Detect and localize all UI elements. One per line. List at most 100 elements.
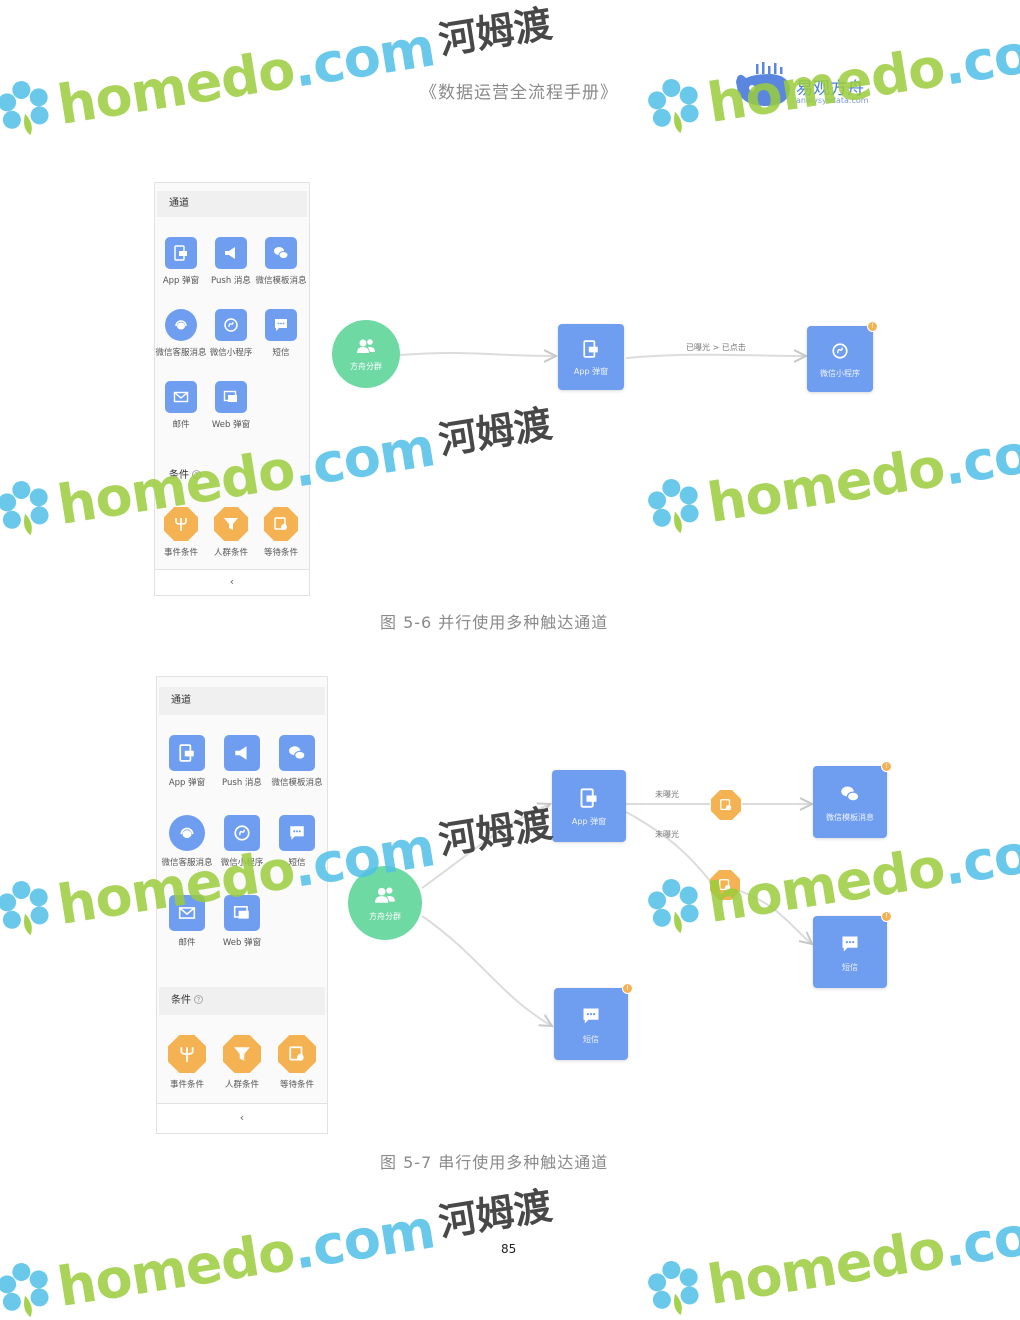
app-popup-icon [174,245,187,261]
tool-sms[interactable]: 短信 [255,309,307,359]
edge-label-exposed-clicked: 已曝光 > 已点击 [686,343,746,352]
component-panel: 通道 App 弹窗 Push 消息 微信模板消息 微信客服消息 微信小程序 短信… [156,676,328,1134]
tool-wechat-template[interactable]: 微信模板消息 [269,735,325,789]
wechat-icon [841,786,860,802]
help-icon: ? [192,470,201,479]
tool-wait-condition[interactable]: 等待条件 [255,507,307,559]
start-node-segment[interactable]: 方舟分群 [332,320,400,388]
figure-5-7: 通道 App 弹窗 Push 消息 微信模板消息 微信客服消息 微信小程序 短信… [0,676,1020,1136]
customer-service-icon [180,827,194,839]
megaphone-icon [235,746,247,760]
brand-url: analysysdata.com [796,96,869,105]
tool-wechat-service[interactable]: 微信客服消息 [159,815,215,869]
tool-web-popup[interactable]: Web 弹窗 [205,381,257,431]
tool-event-condition[interactable]: 事件条件 [159,1035,215,1091]
tool-mini-program[interactable]: 微信小程序 [214,815,270,869]
mail-icon [173,391,189,403]
warning-badge: ! [622,983,633,994]
mail-icon [178,907,196,919]
event-condition-icon [180,1047,194,1062]
tool-web-popup[interactable]: Web 弹窗 [214,895,270,949]
node-app-popup[interactable]: App 弹窗 [552,770,626,842]
edge-start-to-sms [421,915,552,1026]
node-sms-right[interactable]: ! 短信 [813,911,892,988]
channel-section-title: 通道 [157,191,307,217]
collapse-button[interactable]: ‹ [157,1103,327,1133]
event-condition-icon [175,518,187,531]
page-number: 85 [501,1242,517,1256]
tool-crowd-condition[interactable]: 人群条件 [214,1035,270,1091]
sms-icon [583,1008,599,1024]
watermark: homedo.com河姆渡 [0,0,557,147]
wechat-icon [289,746,306,760]
flow-edges [399,180,1020,600]
tool-app-popup[interactable]: App 弹窗 [155,237,207,287]
edge-app-to-wait2 [625,811,711,882]
warning-badge: ! [881,761,892,772]
flower-logo-icon [0,80,49,136]
edge-start-to-app [421,804,550,889]
figure-5-7-caption: 图 5-7 串行使用多种触达通道 [380,1153,609,1172]
web-popup-icon [223,390,237,402]
collapse-button[interactable]: ‹ [155,569,309,595]
tool-wechat-template[interactable]: 微信模板消息 [255,237,307,287]
tool-app-popup[interactable]: App 弹窗 [159,735,215,789]
start-node-segment[interactable]: 方舟分群 [348,866,422,940]
node-sms-bottom[interactable]: ! 短信 [554,983,633,1060]
web-popup-icon [233,906,249,919]
tool-mail[interactable]: 邮件 [159,895,215,949]
node-mini-program[interactable]: ! 微信小程序 [807,321,878,392]
figure-5-6-caption: 图 5-6 并行使用多种触达通道 [380,613,609,632]
condition-section-title: 条件? [157,463,307,489]
help-icon: ? [194,995,203,1004]
whale-icon [736,62,790,106]
watermark: homedo.com河姆渡 [0,1175,557,1320]
sms-icon [290,826,304,840]
tool-mail[interactable]: 邮件 [155,381,207,431]
brand-name: 易观方舟 [796,79,864,99]
wait-node-1[interactable] [711,790,741,820]
customer-service-icon [175,320,187,330]
tool-mini-program[interactable]: 微信小程序 [205,309,257,359]
mini-program-icon [832,343,848,359]
tool-sms[interactable]: 短信 [269,815,325,869]
app-popup-icon [580,788,597,808]
flower-logo-icon [0,1262,49,1318]
tool-crowd-condition[interactable]: 人群条件 [205,507,257,559]
edge-app-to-mini [625,355,806,358]
users-icon [375,887,395,903]
figure-5-6: 通道 App 弹窗 Push 消息 微信模板消息 微信客服消息 微信小程序 短信… [0,180,1020,600]
app-popup-icon [583,340,598,358]
warning-badge: ! [867,321,878,332]
megaphone-icon [225,247,235,259]
filter-icon [234,1047,250,1061]
wait-icon [274,517,287,530]
tool-event-condition[interactable]: 事件条件 [155,507,207,559]
wait-icon [720,799,732,811]
tool-wait-condition[interactable]: 等待条件 [269,1035,325,1091]
condition-section-title: 条件? [159,987,325,1015]
edge-start-to-app [399,353,556,356]
edge-label-not-exposed-1: 未曝光 [655,790,679,799]
tool-push[interactable]: Push 消息 [214,735,270,789]
component-panel: 通道 App 弹窗 Push 消息 微信模板消息 微信客服消息 微信小程序 短信… [154,182,310,596]
flow-edges [421,676,1020,1136]
tool-wechat-service[interactable]: 微信客服消息 [155,309,207,359]
wait-node-2[interactable] [710,870,740,900]
edge-wait2-to-sms [739,890,812,944]
node-app-popup[interactable]: App 弹窗 [558,324,624,390]
users-icon [357,339,375,353]
filter-icon [224,518,238,530]
wechat-icon [274,247,289,259]
warning-badge: ! [881,911,892,922]
wait-icon [289,1046,304,1061]
edge-label-not-exposed-2: 未曝光 [655,830,679,839]
flower-logo-icon [648,1260,699,1316]
watermark: homedo.com [640,1193,1020,1320]
flower-logo-icon [648,78,699,134]
node-wechat-template[interactable]: ! 微信模板消息 [813,761,892,838]
app-popup-icon [179,744,194,762]
tool-push[interactable]: Push 消息 [205,237,257,287]
sms-icon [842,936,858,952]
brand-logo: 易观方舟 analysysdata.com [732,60,892,110]
